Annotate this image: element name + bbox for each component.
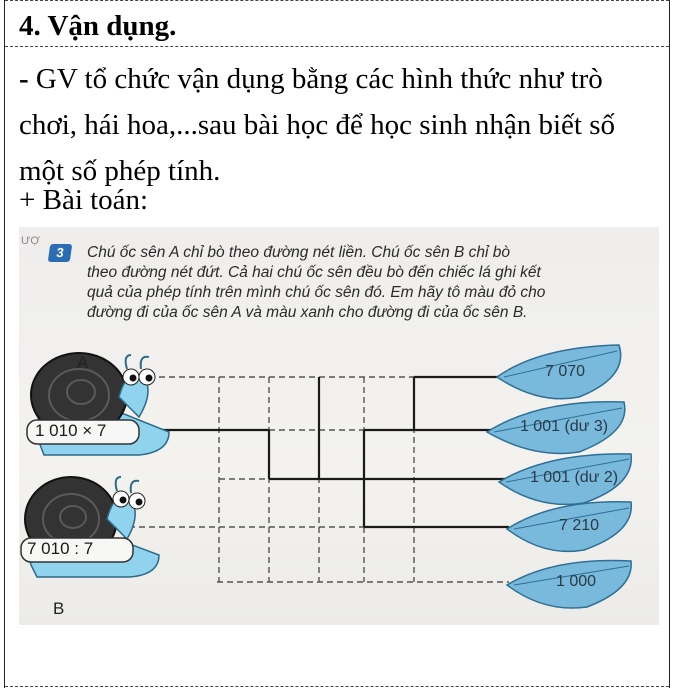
instruction-line: đường đi của ốc sên A và màu xanh cho đư… <box>87 304 528 321</box>
paragraph-text: GV tổ chức vận dụng bằng các hình thức n… <box>19 63 616 187</box>
page-edge-text: ƯỢ <box>21 235 40 247</box>
instruction-line: Chú ốc sên A chỉ bò theo đường nét liền.… <box>87 244 511 261</box>
exercise-number-badge: 3 <box>47 244 73 262</box>
snail-a <box>26 352 170 456</box>
maze-illustration <box>20 344 632 609</box>
table-cell: 4. Vận dụng. - GV tổ chức vận dụng bằng … <box>4 0 670 688</box>
leaf-label: 7 070 <box>544 363 586 380</box>
snail-b-label: B <box>53 599 65 618</box>
problem-label: + Bài toán: <box>19 184 149 216</box>
instruction-line: quả của phép tính trên mình chú ốc sên đ… <box>87 284 546 301</box>
heading-divider <box>5 46 669 47</box>
snail-a-expression: 1 010 × 7 <box>35 421 107 440</box>
snail-b <box>20 476 160 578</box>
snail-a-label: A <box>77 353 89 372</box>
activity-paragraph: - GV tổ chức vận dụng bằng các hình thức… <box>19 56 659 194</box>
top-divider <box>5 0 669 1</box>
snail-b-expression: 7 010 : 7 <box>27 539 94 558</box>
bottom-divider <box>5 686 669 687</box>
leaf-label: 7 210 <box>558 517 600 534</box>
leaf-label: 1 000 <box>555 573 597 590</box>
textbook-photo: ƯỢ 3 Chú ốc sên A chỉ bò theo đường nét … <box>19 227 659 625</box>
bullet-dash: - <box>19 63 29 95</box>
instruction-line: theo đường nét đứt. Cả hai chú ốc sên đề… <box>87 264 541 281</box>
exercise-instructions: Chú ốc sên A chỉ bò theo đường nét liền.… <box>87 243 647 323</box>
leaf-shapes <box>485 344 632 609</box>
leaf-label: 1 001 (dư 3) <box>519 418 609 435</box>
section-heading: 4. Vận dụng. <box>19 10 177 42</box>
leaf-label: 1 001 (dư 2) <box>529 469 619 486</box>
